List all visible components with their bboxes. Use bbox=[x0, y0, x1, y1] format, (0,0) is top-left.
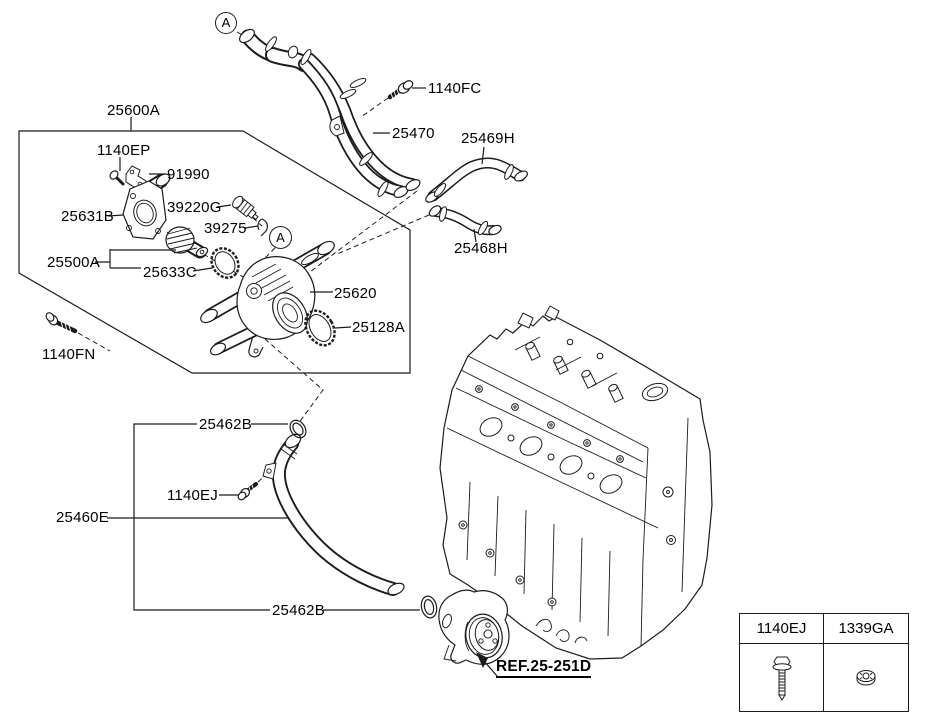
part-label-1140FN: 1140FN bbox=[42, 346, 96, 363]
fastener-legend-table: 1140EJ 1339GA bbox=[739, 613, 909, 712]
part-label-25470: 25470 bbox=[392, 125, 435, 142]
part-label-1140EP: 1140EP bbox=[97, 142, 151, 159]
group-box-25600A bbox=[18, 117, 411, 374]
legend-cell-bolt bbox=[740, 644, 824, 711]
sensor-39220G-drawing bbox=[216, 195, 259, 221]
part-label-1140EJ: 1140EJ bbox=[167, 487, 218, 504]
valve-cover-bolts bbox=[475, 385, 624, 463]
oring-25462B-bottom-drawing bbox=[420, 595, 438, 619]
engine-block-drawing bbox=[439, 305, 713, 660]
hose-assembly-25470-drawing bbox=[239, 28, 421, 199]
group-box-25460E bbox=[107, 423, 420, 611]
legend-header-1140EJ: 1140EJ bbox=[740, 614, 824, 644]
housing-25620-drawing bbox=[200, 240, 335, 358]
bolt-1140EP-drawing bbox=[109, 157, 125, 186]
part-label-91990: 91990 bbox=[167, 166, 210, 183]
water-pump-drawing bbox=[438, 589, 510, 665]
part-label-25128A: 25128A bbox=[352, 319, 405, 336]
view-marker-a-top-label: A bbox=[221, 15, 231, 30]
part-label-25500A: 25500A bbox=[47, 254, 100, 271]
thermostat-25500A-drawing bbox=[95, 226, 209, 269]
hose-25469H-drawing bbox=[425, 146, 528, 203]
view-marker-a-mid: A bbox=[269, 226, 292, 249]
part-label-39275: 39275 bbox=[204, 220, 247, 237]
clip-39275-drawing bbox=[244, 218, 268, 237]
legend-header-1339GA: 1339GA bbox=[824, 614, 908, 644]
part-label-25460E: 25460E bbox=[56, 509, 109, 526]
part-label-25469H: 25469H bbox=[461, 130, 515, 147]
part-label-25600A: 25600A bbox=[107, 102, 160, 119]
view-marker-a-top: A bbox=[215, 12, 237, 34]
oring-25462B-top-drawing bbox=[289, 419, 307, 439]
ref-link-25-251D[interactable]: REF.25-251D bbox=[496, 659, 592, 678]
bolt-1140FN-drawing bbox=[45, 312, 78, 334]
part-label-25620: 25620 bbox=[334, 285, 377, 302]
view-marker-a-mid-label: A bbox=[276, 230, 285, 245]
flange-nut-icon bbox=[856, 670, 876, 686]
part-label-25462B-bottom: 25462B bbox=[272, 602, 325, 619]
hose-25468H-drawing bbox=[428, 205, 502, 243]
part-label-1140FC: 1140FC bbox=[428, 80, 482, 97]
gasket-25128A-drawing bbox=[304, 309, 352, 347]
gasket-25633C-drawing bbox=[192, 247, 240, 279]
bolt-1140EJ-drawing bbox=[237, 482, 258, 501]
ref-leader-arrow bbox=[476, 652, 498, 677]
part-label-25633C: 25633C bbox=[143, 264, 197, 281]
part-label-39220G: 39220G bbox=[167, 199, 222, 216]
water-pipe-25460E-drawing bbox=[262, 433, 405, 596]
spark-plug-wells bbox=[525, 341, 624, 403]
part-label-25462B-top: 25462B bbox=[199, 416, 252, 433]
part-label-25468H: 25468H bbox=[454, 240, 508, 257]
bolt-1140FC-drawing bbox=[387, 80, 426, 100]
legend-cell-nut bbox=[824, 644, 908, 711]
fitting-25631B-drawing bbox=[107, 173, 171, 240]
part-label-25631B: 25631B bbox=[61, 208, 114, 225]
flange-bolt-icon bbox=[772, 656, 791, 701]
